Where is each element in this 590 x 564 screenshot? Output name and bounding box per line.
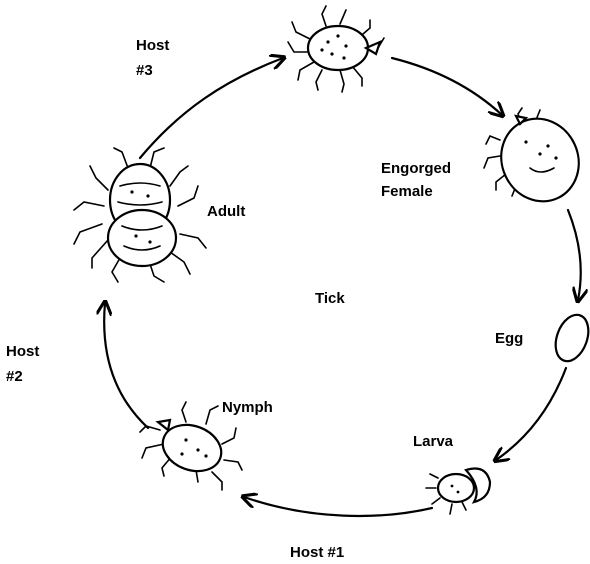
tick-center-label: Tick	[315, 290, 345, 307]
host3-label-line2: #3	[136, 62, 153, 79]
arrow-nymph-to-host2	[104, 303, 148, 428]
host3-label-line1: Host	[136, 37, 169, 54]
adult-label: Adult	[207, 203, 245, 220]
arrow-engorged-to-egg	[568, 210, 581, 300]
nymph-label: Nymph	[222, 399, 273, 416]
arrow-host3-to-engorged	[392, 58, 502, 115]
engorged-female-label-line1: Engorged	[381, 160, 451, 177]
arrow-adult-to-host3	[140, 58, 283, 158]
larva-label: Larva	[413, 433, 454, 450]
larva-tick-icon	[426, 469, 490, 515]
egg-label: Egg	[495, 330, 523, 347]
host2-label-line2: #2	[6, 368, 23, 385]
engorged-female-label-line2: Female	[381, 183, 433, 200]
egg-icon	[550, 310, 590, 365]
adult-tick-on-host3-icon	[288, 6, 384, 92]
adult-tick-pair-icon	[74, 148, 206, 282]
engorged-female-tick-icon	[484, 106, 590, 214]
host2-label-line1: Host	[6, 343, 39, 360]
arrow-larva-to-host1	[244, 497, 432, 516]
host1-label: Host #1	[290, 544, 344, 561]
arrow-egg-to-larva	[496, 368, 566, 460]
